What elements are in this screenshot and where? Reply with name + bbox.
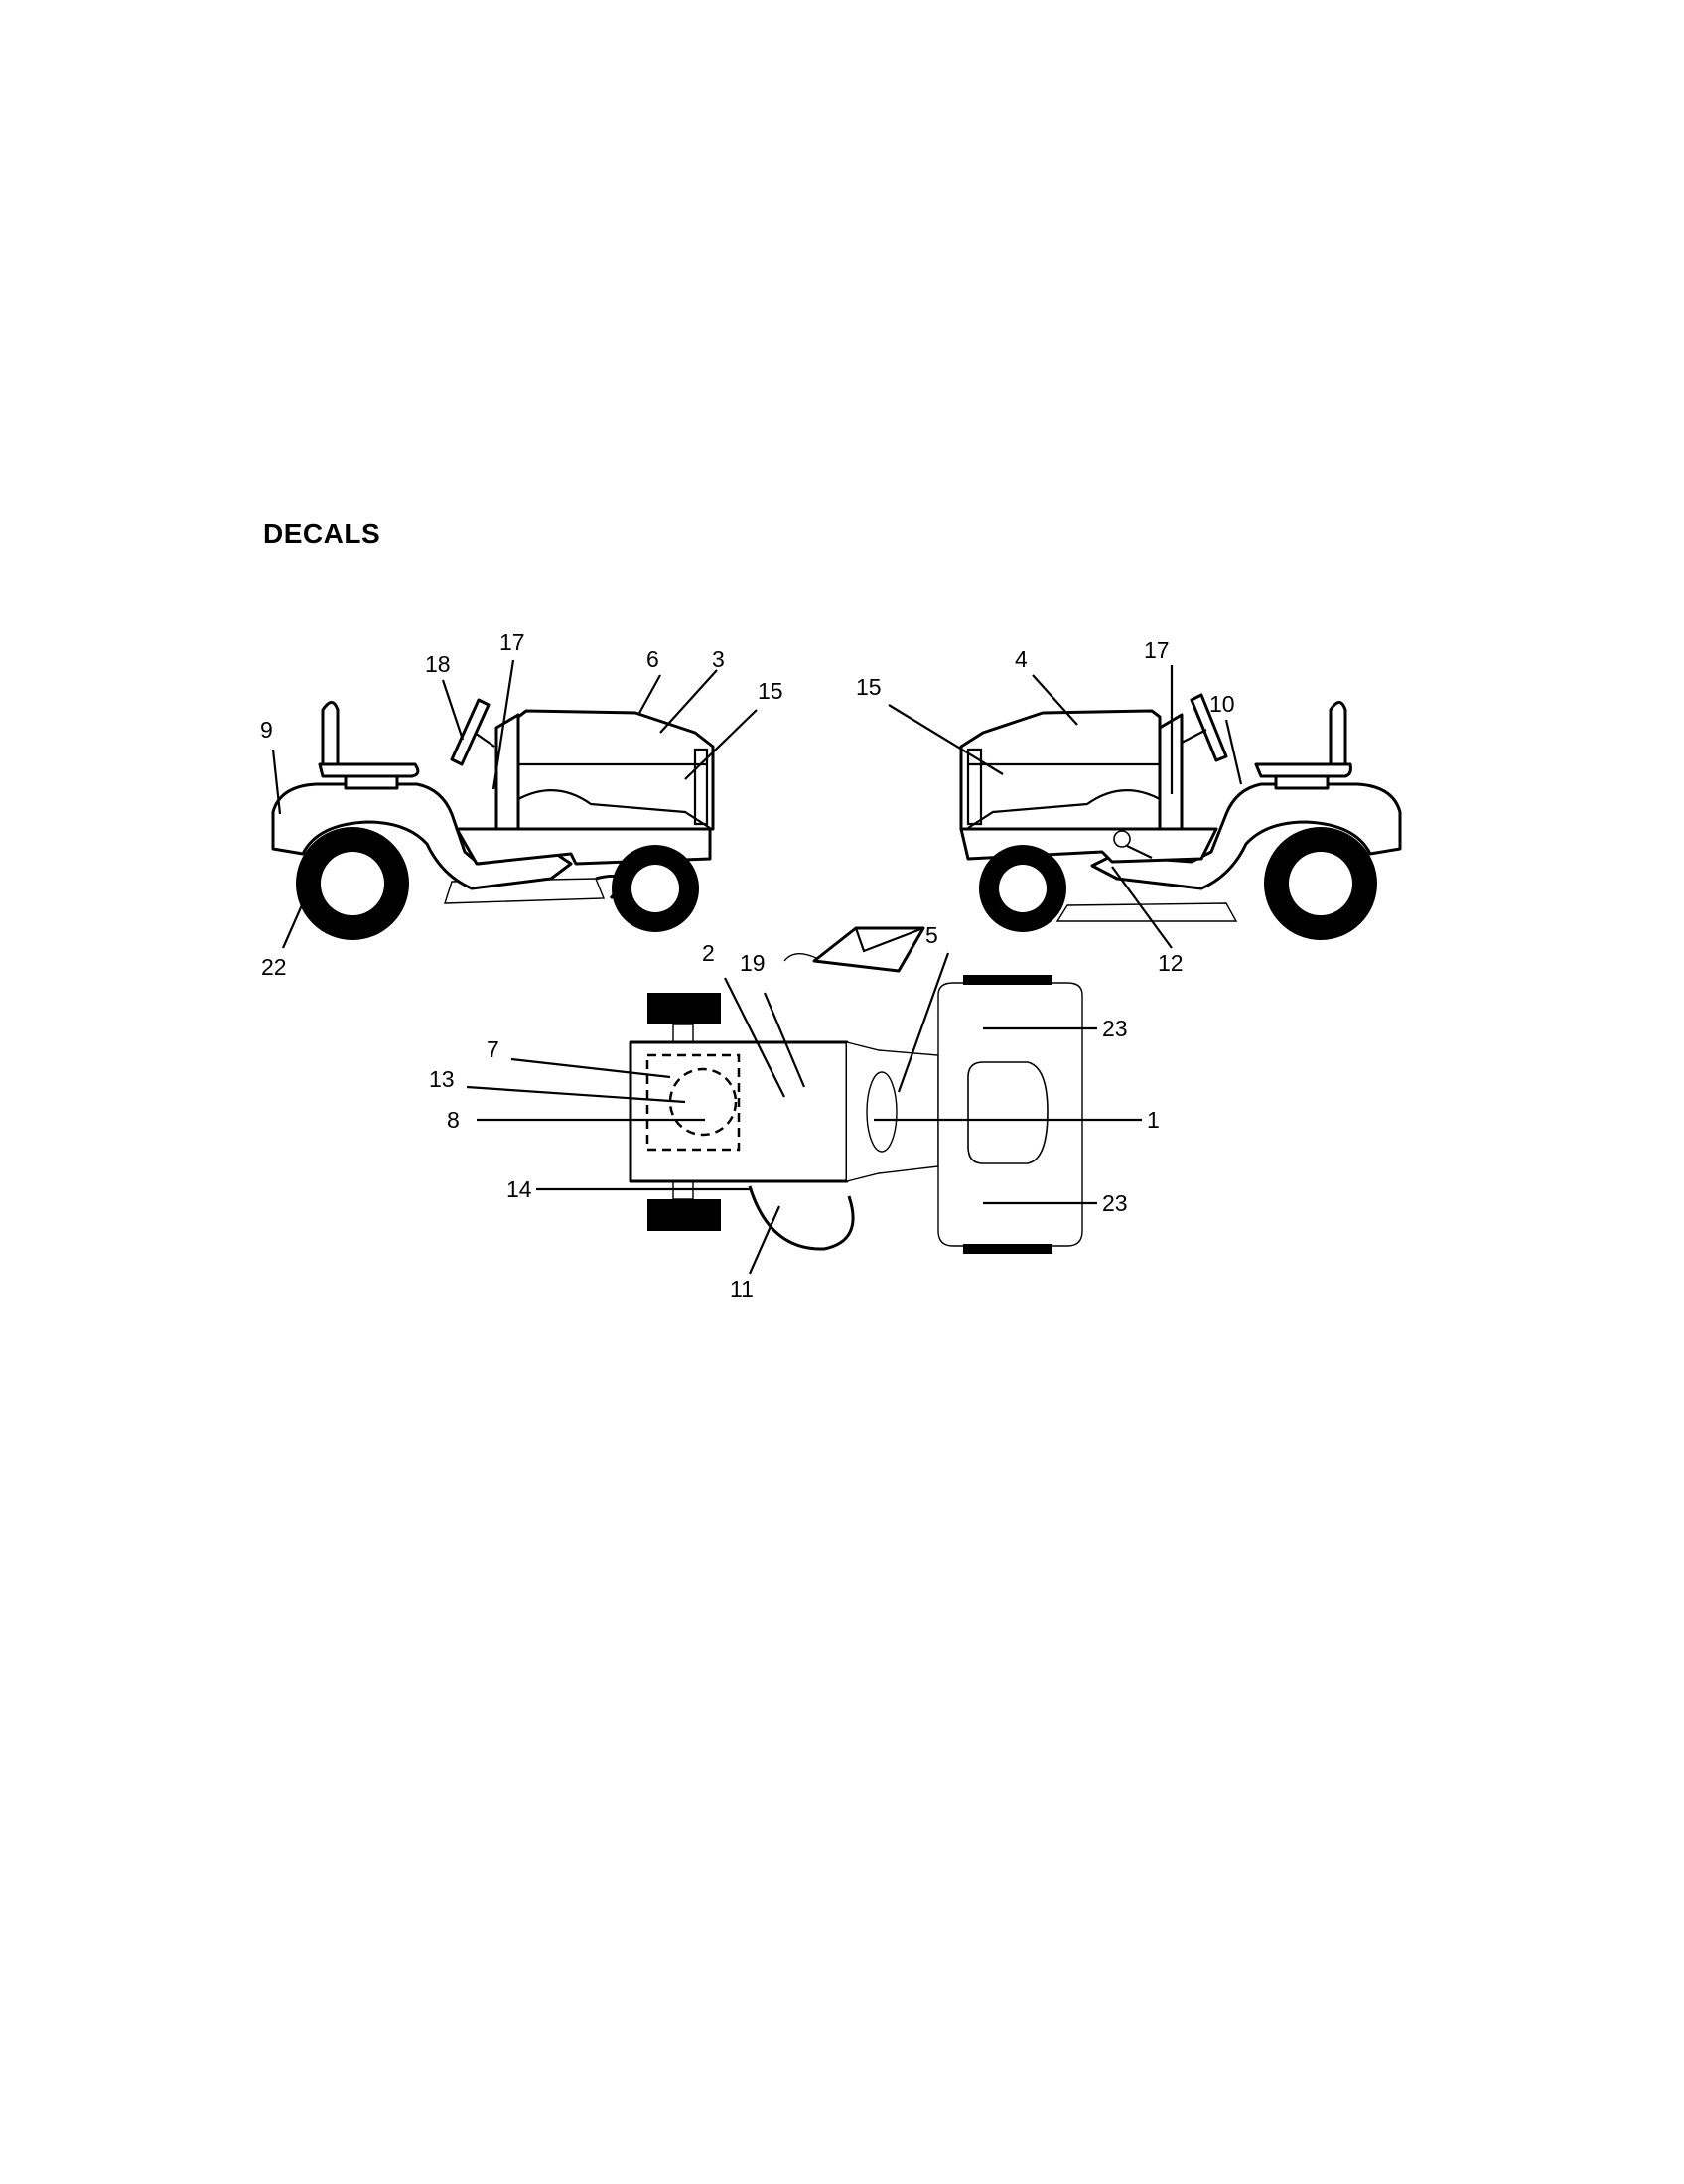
engine-cap bbox=[668, 1067, 738, 1137]
callout-18: 18 bbox=[425, 651, 451, 677]
hood-side-panel-right bbox=[967, 789, 1161, 829]
deck-top-arc bbox=[783, 953, 817, 962]
hood-left bbox=[516, 709, 715, 831]
seat-base-right bbox=[1254, 762, 1352, 778]
steering-shaft-left bbox=[474, 732, 495, 748]
callout-10: 10 bbox=[1209, 691, 1235, 717]
callout-15-right: 15 bbox=[856, 674, 882, 700]
steering-wheel-right bbox=[1190, 693, 1228, 762]
callout-12: 12 bbox=[1158, 950, 1184, 976]
leader-lines bbox=[271, 659, 1243, 1275]
seat-top-view bbox=[967, 1061, 1049, 1164]
callout-5: 5 bbox=[925, 922, 938, 948]
callout-23-bottom: 23 bbox=[1102, 1190, 1128, 1216]
deck-side-arc bbox=[748, 1185, 855, 1251]
callout-17-right: 17 bbox=[1144, 637, 1170, 663]
tractor-right-side-view bbox=[959, 693, 1402, 940]
seat-back-left bbox=[321, 701, 340, 768]
rear-tire-top bbox=[963, 975, 1052, 985]
front-tire-top bbox=[647, 993, 721, 1024]
hood-grille-left bbox=[693, 748, 709, 826]
callout-17-left: 17 bbox=[499, 629, 525, 655]
lift-lever-right bbox=[1126, 845, 1153, 859]
tractor-left-side-view bbox=[271, 698, 715, 940]
tractor-top-view bbox=[629, 926, 1083, 1254]
seat-post-left bbox=[344, 774, 399, 790]
callout-11: 11 bbox=[730, 1276, 754, 1301]
rear-fender-right bbox=[1090, 782, 1402, 890]
callout-1: 1 bbox=[1147, 1107, 1160, 1133]
steering-shaft-right bbox=[1181, 729, 1207, 744]
hood-right bbox=[959, 709, 1162, 831]
callout-23-top: 23 bbox=[1102, 1016, 1128, 1041]
seat-base-left bbox=[318, 762, 420, 778]
callout-6: 6 bbox=[646, 646, 659, 672]
callout-22: 22 bbox=[261, 954, 287, 980]
callout-8: 8 bbox=[447, 1107, 460, 1133]
hood-grille-right bbox=[966, 748, 983, 826]
callout-15-left: 15 bbox=[758, 678, 783, 704]
callout-13: 13 bbox=[429, 1066, 455, 1092]
steering-top bbox=[866, 1071, 898, 1153]
seat-back-right bbox=[1329, 701, 1347, 768]
steering-wheel-left bbox=[450, 698, 491, 766]
callout-19: 19 bbox=[740, 950, 766, 976]
dash-tower-left bbox=[494, 713, 520, 831]
hood-top-view bbox=[629, 1040, 849, 1183]
callout-4: 4 bbox=[1015, 646, 1028, 672]
gas-cap-right bbox=[1113, 830, 1131, 848]
callout-3: 3 bbox=[712, 646, 725, 672]
hood-side-panel-left bbox=[517, 789, 711, 829]
callout-2: 2 bbox=[702, 940, 715, 966]
callout-9: 9 bbox=[260, 717, 273, 743]
callout-14: 14 bbox=[506, 1176, 532, 1202]
rear-tire-bottom bbox=[963, 1244, 1052, 1254]
front-tire-bottom bbox=[647, 1199, 721, 1231]
callout-labels: 9 22 18 17 6 3 15 15 4 17 10 12 2 19 5 7… bbox=[260, 629, 1235, 1301]
seat-post-right bbox=[1274, 774, 1330, 790]
engine-outline bbox=[645, 1053, 741, 1152]
page-title: DECALS bbox=[263, 518, 381, 549]
callout-7: 7 bbox=[487, 1036, 499, 1062]
